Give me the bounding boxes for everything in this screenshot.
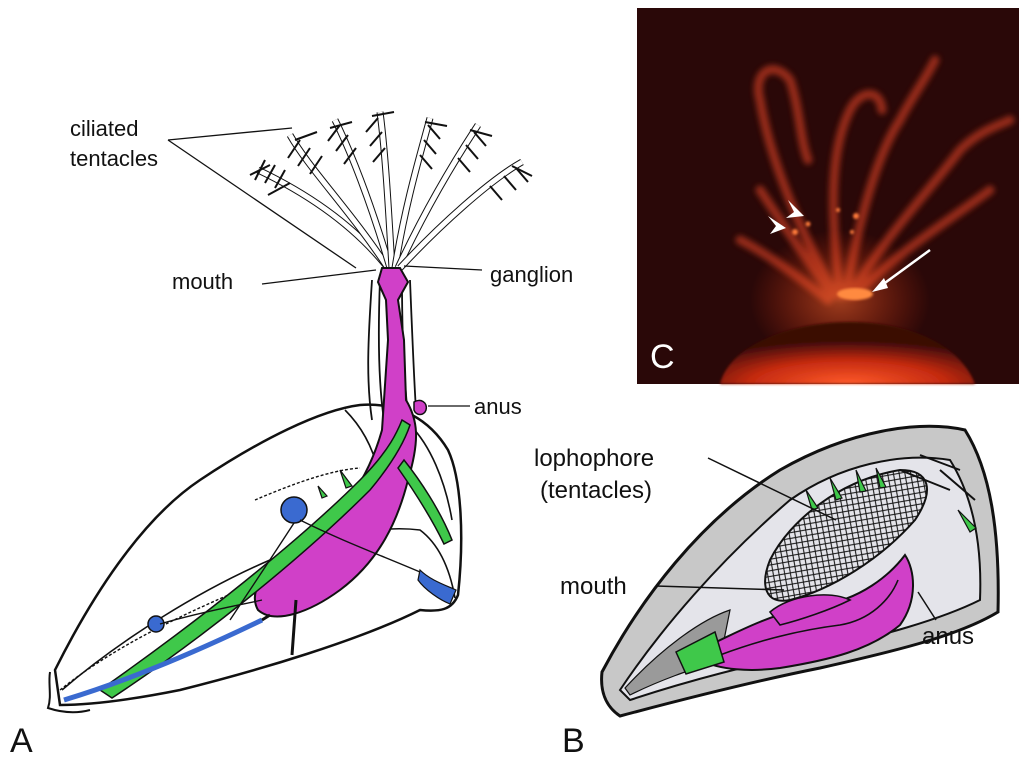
label-mouth-a: mouth xyxy=(172,269,233,294)
label-ganglion: ganglion xyxy=(490,262,573,287)
panel-a-drawing xyxy=(48,112,532,712)
label-mouth-b: mouth xyxy=(560,573,627,600)
muscle-a-right xyxy=(398,460,452,544)
anus-knob xyxy=(414,400,426,414)
ganglion-glow xyxy=(837,288,873,300)
label-tentacles: tentacles xyxy=(70,146,158,171)
panel-letter-b: B xyxy=(562,722,585,758)
nerve-fan-a xyxy=(418,570,456,604)
label-anus-a: anus xyxy=(474,394,522,419)
panel-c-photo: C xyxy=(637,8,1019,384)
label-anus-b: anus xyxy=(922,623,974,650)
panel-a-leaders xyxy=(168,128,482,406)
label-ciliated: ciliated xyxy=(70,116,138,141)
label-lophophore: lophophore xyxy=(534,445,654,472)
nerve-ganglion-a xyxy=(281,497,307,523)
ciliated-tentacles xyxy=(250,112,532,268)
panel-letter-c: C xyxy=(650,338,675,376)
panel-b-drawing xyxy=(602,426,999,716)
label-tentacles-b: (tentacles) xyxy=(540,477,652,504)
panel-letter-a: A xyxy=(10,722,33,758)
